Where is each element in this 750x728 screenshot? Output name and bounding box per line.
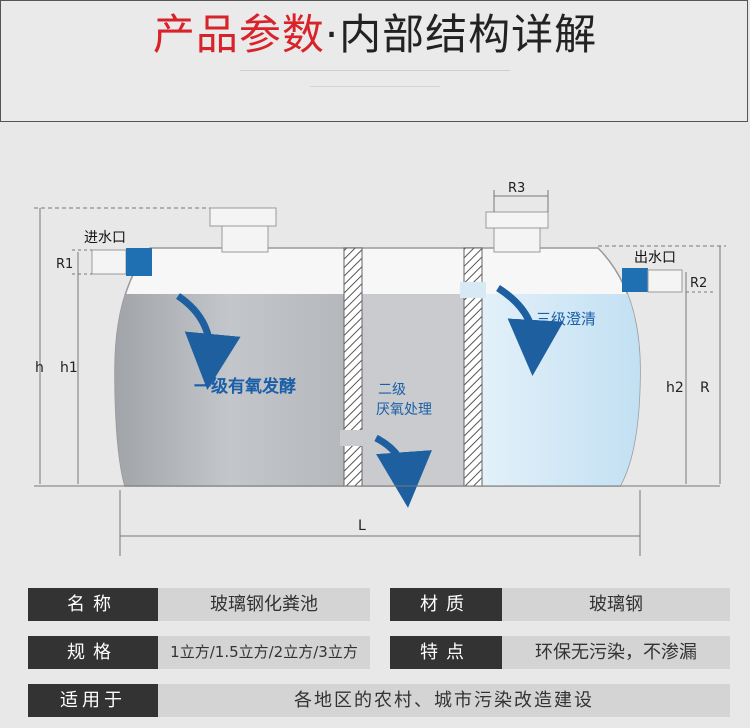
spec-value-applicable: 各地区的农村、城市污染改造建设 [158,684,730,717]
flow-arrow-stage2 [374,434,432,508]
dim-R1-label: R1 [56,257,73,272]
dim-R3-label: R3 [508,181,525,196]
spec-value-spec: 1立方/1.5立方/2立方/3立方 [158,636,370,669]
dim-h2-label: h2 [666,380,684,396]
manhole-right [485,211,549,253]
stage2-label-line2: 厌氧处理 [376,402,432,418]
septic-tank-diagram: 进水口 出水口 R1 R2 R3 h h1 h2 R L 一级有氧发酵 二级 厌… [34,181,726,556]
stage3-label: 三级澄清 [536,310,596,328]
page-title: 产品参数·内部结构详解 [0,10,750,60]
dim-h1-label: h1 [60,360,78,376]
spec-value-material: 玻璃钢 [502,588,730,621]
spec-key-name: 名称 [28,588,158,621]
dim-L-label: L [358,518,366,534]
spec-key-feature: 特点 [390,636,502,669]
header-panel [0,0,748,122]
title-red-part: 产品参数 [152,10,325,59]
spec-value-name: 玻璃钢化粪池 [158,588,370,621]
title-underline-2 [310,86,440,87]
title-underline [240,70,510,71]
wall2-opening [460,282,486,298]
stage1-water [115,294,350,486]
outlet-pipe [622,268,683,293]
partition-wall-1 [343,247,363,487]
stage1-label: 一级有氧发酵 [194,376,296,397]
spec-key-applicable: 适用于 [28,684,158,717]
stage2-label-line1: 二级 [378,382,406,398]
manhole-left [209,207,277,253]
dim-h-label: h [35,360,44,376]
dim-R2-label: R2 [690,276,707,291]
title-dark-part: ·内部结构详解 [324,10,598,59]
flow-arrow-stage3 [496,285,564,376]
wall1-opening [340,430,366,446]
spec-value-feature: 环保无污染，不渗漏 [502,636,730,669]
spec-key-spec: 规格 [28,636,158,669]
flow-arrow-stage1 [176,293,241,390]
inlet-label: 进水口 [84,230,126,246]
tank-body [114,247,641,487]
inlet-pipe [91,248,152,276]
outlet-label: 出水口 [634,250,676,266]
dimension-lines [34,190,726,556]
dim-R-label: R [700,380,710,396]
spec-key-material: 材质 [390,588,502,621]
